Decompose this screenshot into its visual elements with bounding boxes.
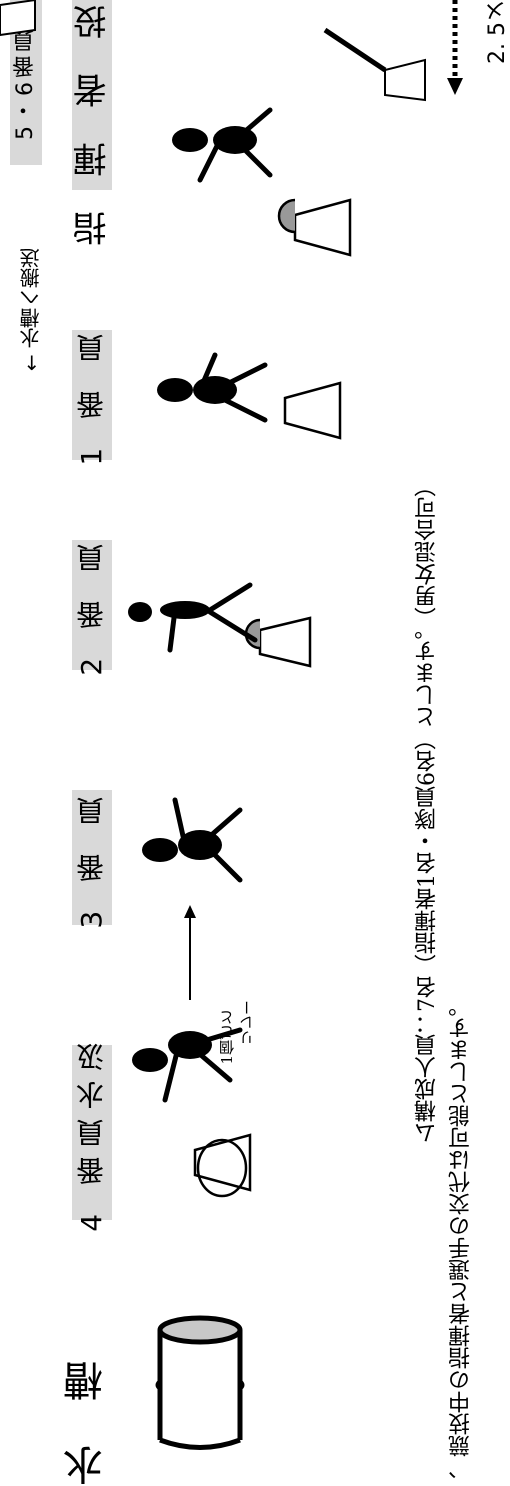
person-3-figure xyxy=(142,800,240,880)
cone-icon xyxy=(0,0,35,35)
person-1-figure xyxy=(157,355,265,420)
water-tank xyxy=(158,1318,242,1448)
bucket-icon xyxy=(285,383,340,438)
bucket-icon xyxy=(279,200,350,255)
person-2-figure xyxy=(128,585,255,650)
commander-figure xyxy=(172,110,270,180)
person-4-figure xyxy=(132,1030,240,1100)
cone-icon xyxy=(385,60,425,100)
bucket-icon xyxy=(195,1135,250,1196)
throw-line xyxy=(325,30,385,70)
